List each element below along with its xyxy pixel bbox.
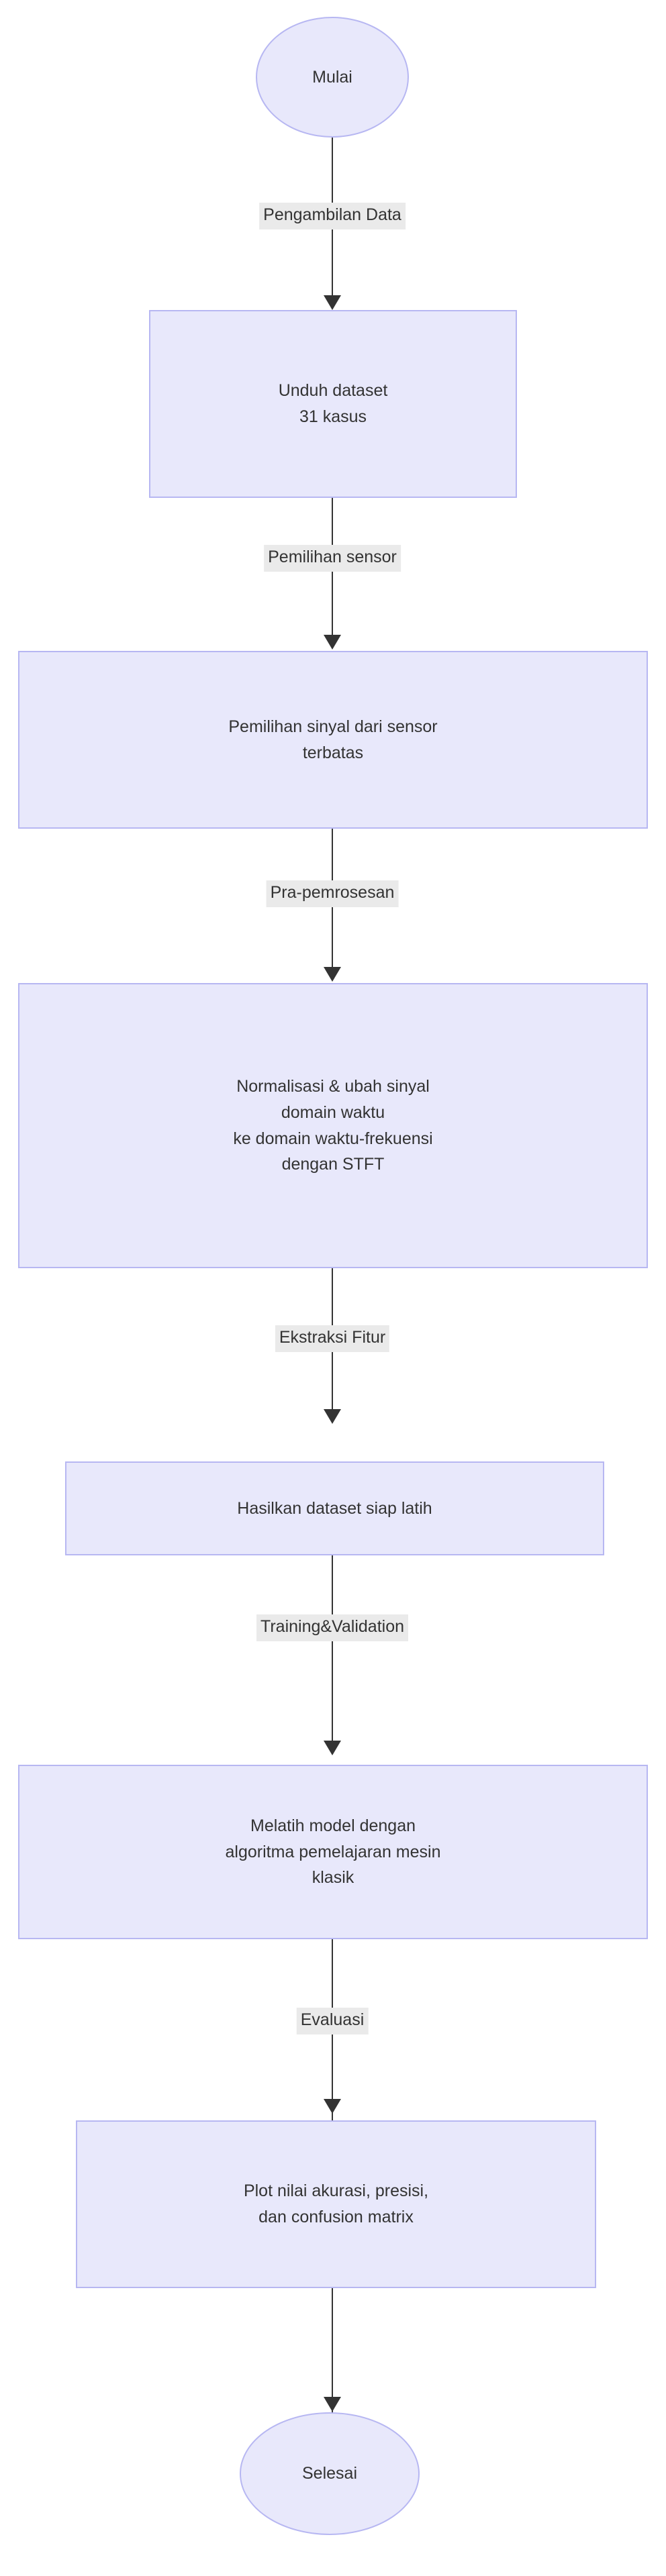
edge-arrow-normalisasi-to-hasilkan [324, 1409, 341, 1424]
node-unduh-dataset[interactable]: Unduh dataset 31 kasus [149, 310, 517, 498]
node-end[interactable]: Selesai [240, 2412, 420, 2535]
node-plot-metrik-label: Plot nilai akurasi, presisi, dan confusi… [243, 2181, 429, 2226]
edge-label-pemilihan-sensor: Pemilihan sensor [264, 545, 401, 572]
node-melatih-model-label: Melatih model dengan algoritma pemelajar… [225, 1816, 441, 1888]
node-normalisasi-stft[interactable]: Normalisasi & ubah sinyal domain waktu k… [18, 983, 648, 1268]
node-hasilkan-dataset[interactable]: Hasilkan dataset siap latih [65, 1461, 604, 1555]
node-hasilkan-dataset-label: Hasilkan dataset siap latih [237, 1498, 432, 1518]
edge-label-ekstraksi-fitur: Ekstraksi Fitur [275, 1325, 390, 1352]
edge-arrow-pemilihan-to-normalisasi [324, 967, 341, 982]
node-end-label: Selesai [302, 2464, 357, 2483]
edge-arrow-hasilkan-to-melatih [324, 1741, 341, 1755]
node-pemilihan-sinyal-label: Pemilihan sinyal dari sensor terbatas [228, 717, 438, 762]
edge-arrow-start-to-unduh [324, 295, 341, 310]
node-normalisasi-stft-label: Normalisasi & ubah sinyal domain waktu k… [233, 1077, 433, 1174]
node-unduh-dataset-label: Unduh dataset 31 kasus [278, 381, 388, 426]
edge-arrow-plot-to-end [324, 2397, 341, 2412]
node-start[interactable]: Mulai [256, 17, 409, 138]
edge-arrow-melatih-to-plot [324, 2099, 341, 2114]
edge-arrow-unduh-to-pemilihan [324, 635, 341, 650]
node-melatih-model[interactable]: Melatih model dengan algoritma pemelajar… [18, 1765, 648, 1939]
edge-label-pra-pemrosesan: Pra-pemrosesan [266, 880, 399, 907]
edge-line-plot-to-end [332, 2288, 333, 2426]
node-start-label: Mulai [312, 67, 352, 87]
edge-label-training-validation: Training&Validation [256, 1614, 409, 1641]
edge-label-pengambilan-data: Pengambilan Data [259, 203, 406, 229]
edge-label-evaluasi: Evaluasi [296, 2008, 369, 2034]
edge-line-hasilkan-to-melatih [332, 1555, 333, 1749]
node-plot-metrik[interactable]: Plot nilai akurasi, presisi, dan confusi… [76, 2120, 596, 2288]
node-pemilihan-sinyal[interactable]: Pemilihan sinyal dari sensor terbatas [18, 651, 648, 829]
